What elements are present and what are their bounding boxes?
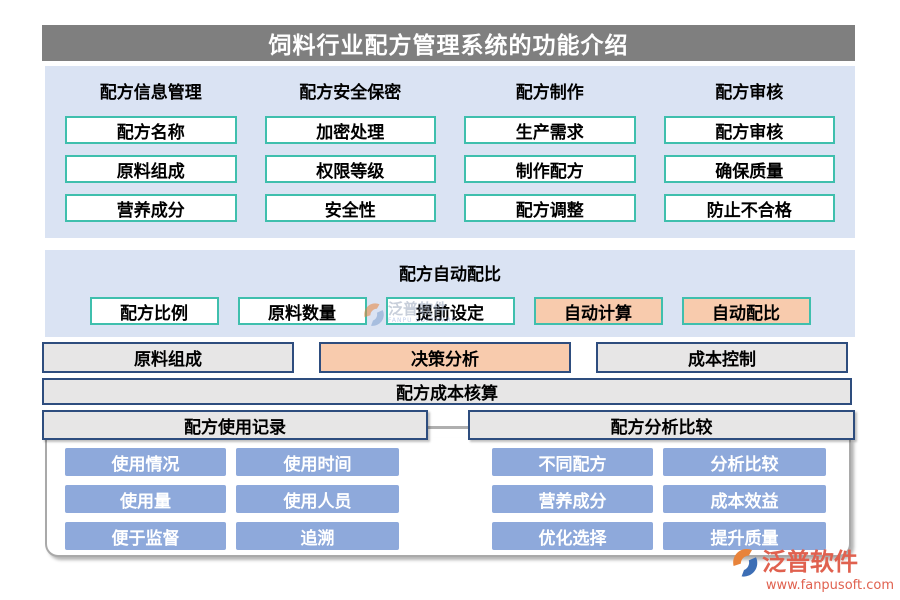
usage-item: 使用人员: [236, 485, 399, 513]
feature-box: 生产需求: [464, 116, 636, 144]
analysis-item: 成本效益: [663, 485, 826, 513]
ratio-box: 提前设定: [385, 297, 515, 325]
feature-box: 配方调整: [464, 194, 636, 222]
analysis-item: 提升质量: [663, 522, 826, 550]
feature-column-security: 配方安全保密 加密处理 权限等级 安全性: [264, 82, 436, 233]
ratio-box-highlight: 自动计算: [533, 297, 663, 325]
corner-watermark-row: 泛普软件: [728, 546, 894, 578]
feature-panel: 配方信息管理 配方名称 原料组成 营养成分 配方安全保密 加密处理 权限等级 安…: [45, 66, 855, 238]
usage-item: 追溯: [236, 522, 399, 550]
usage-item: 使用量: [65, 485, 226, 513]
feature-column-info: 配方信息管理 配方名称 原料组成 营养成分: [65, 82, 237, 233]
auto-ratio-panel: 配方自动配比 配方比例 原料数量 提前设定 自动计算 自动配比: [45, 250, 855, 337]
ratio-box: 原料数量: [237, 297, 367, 325]
page-title: 饲料行业配方管理系统的功能介绍: [42, 25, 855, 61]
feature-columns: 配方信息管理 配方名称 原料组成 营养成分 配方安全保密 加密处理 权限等级 安…: [45, 66, 855, 233]
feature-box: 权限等级: [264, 155, 436, 183]
feature-box: 配方审核: [663, 116, 835, 144]
column-header: 配方安全保密: [299, 83, 402, 103]
center-watermark: 泛普软件 FANPU SOFTWARE: [360, 301, 457, 327]
analysis-item: 不同配方: [492, 448, 653, 476]
watermark-brand-sub: FANPU SOFTWARE: [388, 317, 457, 324]
feature-box: 营养成分: [65, 194, 237, 222]
center-watermark-text: 泛普软件 FANPU SOFTWARE: [388, 301, 457, 324]
usage-item: 便于监督: [65, 522, 226, 550]
analysis-item: 分析比较: [663, 448, 826, 476]
usage-buttons: 使用情况 使用时间 使用量 使用人员 便于监督 追溯: [65, 448, 399, 550]
column-header: 配方制作: [515, 83, 584, 103]
usage-section-header: 配方使用记录: [42, 410, 428, 440]
middle-box-cost: 成本控制: [596, 342, 848, 373]
watermark-brand: 泛普软件: [388, 300, 449, 318]
fanpu-logo-icon: [364, 303, 384, 326]
feature-box: 防止不合格: [663, 194, 835, 222]
feature-box: 配方名称: [65, 116, 237, 144]
feature-column-audit: 配方审核 配方审核 确保质量 防止不合格: [663, 82, 835, 233]
middle-row: 原料组成 决策分析 成本控制: [42, 342, 848, 373]
middle-box-decision-highlight: 决策分析: [319, 342, 571, 373]
ratio-box-highlight: 自动配比: [681, 297, 811, 325]
auto-ratio-title: 配方自动配比: [399, 265, 501, 285]
middle-box-materials: 原料组成: [42, 342, 294, 373]
connector-line: [424, 426, 472, 429]
fanpu-logo-icon: [733, 548, 758, 577]
column-header: 配方审核: [715, 83, 784, 103]
watermark-url: www.fanpusoft.com: [765, 578, 894, 593]
auto-ratio-buttons: 配方比例 原料数量 提前设定 自动计算 自动配比: [45, 297, 855, 325]
analysis-buttons: 不同配方 分析比较 营养成分 成本效益 优化选择 提升质量: [492, 448, 826, 550]
corner-watermark: 泛普软件 www.fanpusoft.com: [728, 546, 894, 593]
analysis-item: 优化选择: [492, 522, 653, 550]
feature-box: 原料组成: [65, 155, 237, 183]
usage-item: 使用情况: [65, 448, 226, 476]
feature-box: 安全性: [264, 194, 436, 222]
feature-column-production: 配方制作 生产需求 制作配方 配方调整: [464, 82, 636, 233]
analysis-section-header: 配方分析比较: [468, 410, 855, 440]
feature-box: 确保质量: [663, 155, 835, 183]
watermark-brand: 泛普软件: [762, 548, 858, 576]
usage-item: 使用时间: [236, 448, 399, 476]
cost-accounting-bar: 配方成本核算: [42, 378, 852, 405]
feature-box: 制作配方: [464, 155, 636, 183]
feature-box: 加密处理: [264, 116, 436, 144]
column-header: 配方信息管理: [99, 83, 202, 103]
ratio-box: 配方比例: [89, 297, 219, 325]
analysis-item: 营养成分: [492, 485, 653, 513]
